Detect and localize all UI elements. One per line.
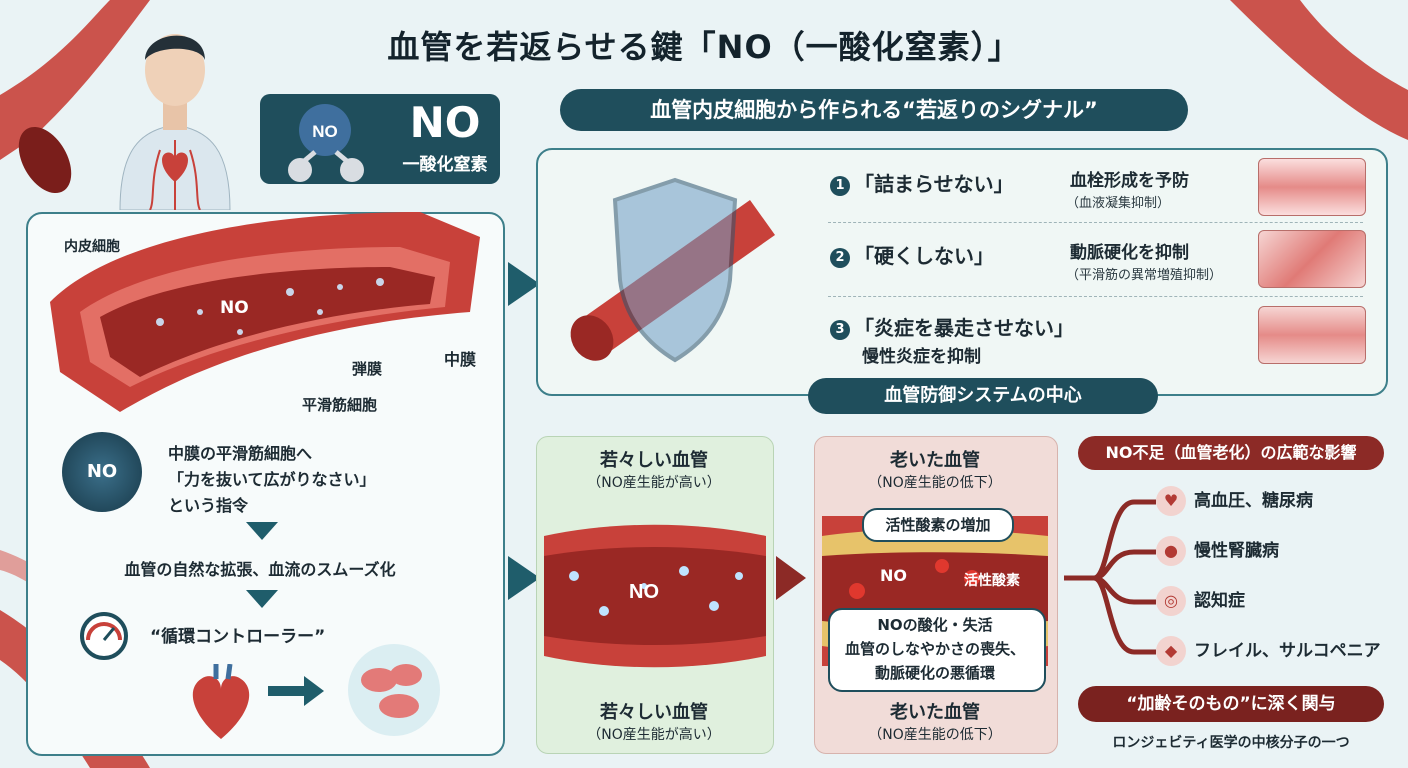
- old-ros-label: 活性酸素: [964, 573, 1020, 589]
- gauge-icon: [80, 612, 128, 660]
- young-no-label: NO: [629, 581, 659, 603]
- no-molecule-label: NO: [312, 122, 338, 141]
- human-figure: [119, 34, 231, 210]
- page-title: 血管を若返らせる鍵「NO（一酸化窒素）」: [387, 28, 1021, 66]
- effect-item-2: ●慢性腎臓病: [1156, 536, 1279, 566]
- arrow-young-to-old: [776, 556, 806, 600]
- effects-branch: [1064, 499, 1156, 655]
- effects-footer: ロンジェビティ医学の中核分子の一つ: [1112, 735, 1350, 751]
- old-sub: （NO産生能の低下）: [868, 475, 1002, 491]
- defense-image-3: [1258, 306, 1366, 364]
- old-callout-2: 血管のしなやかさの喪失、: [844, 640, 1025, 658]
- instruction-line-2: 「力を抜いて広がりなさい」: [168, 470, 376, 489]
- defense-image-1: [1258, 158, 1366, 216]
- defense-item-2-sub: （平滑筋の異常増殖抑制）: [1066, 268, 1223, 283]
- old-foot-head: 老いた血管: [890, 702, 980, 723]
- young-foot-head: 若々しい血管: [600, 702, 708, 723]
- label-no-vessel: NO: [220, 298, 249, 318]
- no-badge-small: 一酸化窒素: [402, 155, 488, 175]
- no-molecule-icon: NO: [288, 104, 364, 182]
- old-no-label: NO: [880, 566, 907, 585]
- label-smooth-muscle: 平滑筋細胞: [302, 396, 378, 414]
- old-callout-3: 動脈硬化の悪循環: [874, 664, 995, 682]
- brain-icon: ◎: [1156, 586, 1186, 616]
- young-foot-sub: （NO産生能が高い）: [587, 727, 721, 743]
- shield-vessel-icon: [570, 177, 775, 363]
- arrow-down-1: [246, 522, 278, 540]
- vessel-cross-section: [50, 212, 480, 412]
- defense-item-3-title: 3「炎症を暴走させない」: [830, 312, 1160, 341]
- controller-text: “循環コントローラー”: [150, 627, 326, 647]
- defense-image-2: [1258, 230, 1366, 288]
- arrow-right-head: [304, 676, 324, 706]
- defense-item-1-desc: 血栓形成を予防: [1070, 171, 1189, 191]
- muscle-icon: ◆: [1156, 636, 1186, 666]
- effect-item-1: ♥高血圧、糖尿病: [1156, 486, 1313, 516]
- no-badge-big: NO: [409, 98, 481, 147]
- old-head: 老いた血管: [890, 450, 980, 471]
- young-sub: （NO産生能が高い）: [587, 475, 721, 491]
- heart-icon: [192, 664, 250, 739]
- arrow-right-shaft: [268, 686, 304, 696]
- arrow-right-to-young: [508, 556, 540, 600]
- label-media: 中膜: [444, 350, 477, 369]
- label-elastic-membrane: 弾膜: [352, 360, 383, 378]
- defense-item-1-sub: （血液凝集抑制）: [1066, 196, 1171, 211]
- effect-item-4: ◆フレイル、サルコペニア: [1156, 636, 1381, 666]
- heart-pulse-icon: ♥: [1156, 486, 1186, 516]
- old-callout-box: [828, 608, 1046, 692]
- signal-pill: 血管内皮細胞から作られる“若返りのシグナル”: [560, 89, 1188, 131]
- kidney-icon: ●: [1156, 536, 1186, 566]
- divider-1: [828, 222, 1363, 224]
- old-callout-top: 活性酸素の増加: [862, 508, 1014, 542]
- result-text: 血管の自然な拡張、血流のスムーズ化: [124, 560, 396, 579]
- defense-item-2-title: 2「硬くしない」: [830, 240, 1070, 269]
- defense-footer-pill: 血管防御システムの中心: [808, 378, 1158, 414]
- defense-item-3-desc: 慢性炎症を抑制: [862, 347, 981, 367]
- defense-num-2: 2: [830, 247, 850, 268]
- label-endothelium: 内皮細胞: [64, 239, 120, 255]
- aging-pill: “加齢そのもの”に深く関与: [1078, 686, 1384, 722]
- old-foot-sub: （NO産生能の低下）: [868, 727, 1002, 743]
- defense-num-3: 3: [830, 319, 850, 340]
- effect-item-3: ◎認知症: [1156, 586, 1245, 616]
- cells-icon: [348, 644, 440, 736]
- young-vessel-image: NO: [544, 524, 766, 668]
- arrow-down-2: [246, 590, 278, 608]
- divider-2: [828, 296, 1363, 298]
- arrow-right-to-defense: [508, 262, 540, 306]
- effects-header: NO不足（血管老化）の広範な影響: [1078, 436, 1384, 470]
- defense-item-2-desc: 動脈硬化を抑制: [1070, 243, 1189, 263]
- old-callout-1: NOの酸化・失活: [877, 616, 993, 634]
- instruction-line-1: 中膜の平滑筋細胞へ: [168, 444, 313, 463]
- defense-item-1-title: 1「詰まらせない」: [830, 168, 1070, 197]
- instruction-line-3: という指令: [168, 496, 249, 515]
- defense-num-1: 1: [830, 175, 850, 196]
- young-head: 若々しい血管: [600, 450, 708, 471]
- no-ball: NO: [62, 432, 142, 512]
